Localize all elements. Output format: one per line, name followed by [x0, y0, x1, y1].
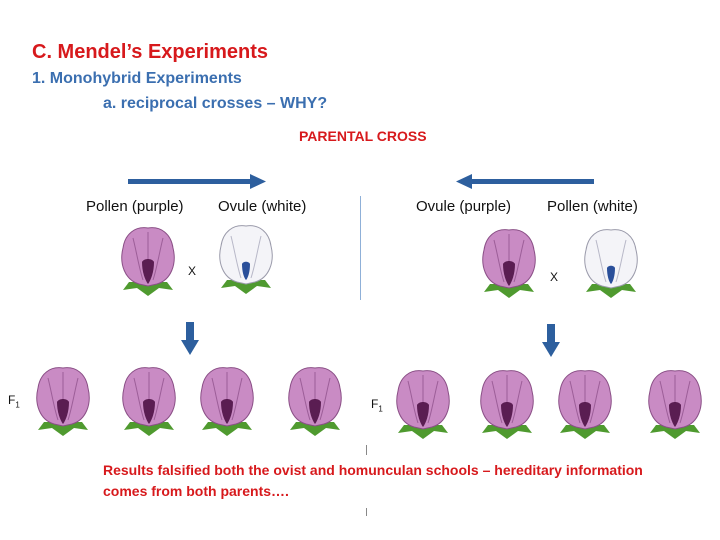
- arrow-icon: [181, 322, 199, 356]
- divider-line: [366, 508, 367, 516]
- slide-subtitle: 1. Monohybrid Experiments: [32, 70, 242, 88]
- left-ovule-label: Ovule (white): [218, 198, 306, 215]
- cross-symbol: X: [188, 264, 196, 278]
- arrow-icon: [456, 174, 596, 190]
- white-pea-flower-icon: [213, 222, 279, 296]
- white-pea-flower-icon: [578, 226, 644, 300]
- cross-symbol: X: [550, 270, 558, 284]
- slide-subsubtitle: a. reciprocal crosses – WHY?: [103, 95, 327, 113]
- purple-pea-flower-icon: [476, 226, 542, 300]
- arrow-icon: [542, 324, 560, 358]
- left-pollen-label: Pollen (purple): [86, 198, 184, 215]
- purple-pea-flower-icon: [282, 364, 348, 438]
- f1-label: F1: [371, 397, 383, 413]
- right-pollen-label: Pollen (white): [547, 198, 638, 215]
- purple-pea-flower-icon: [194, 364, 260, 438]
- divider-line: [360, 196, 361, 300]
- f1-label: F1: [8, 393, 20, 409]
- purple-pea-flower-icon: [115, 224, 181, 298]
- purple-pea-flower-icon: [642, 367, 708, 441]
- slide-title: C. Mendel’s Experiments: [32, 41, 268, 64]
- purple-pea-flower-icon: [390, 367, 456, 441]
- result-text: Results falsified both the ovist and hom…: [103, 460, 643, 502]
- purple-pea-flower-icon: [116, 364, 182, 438]
- purple-pea-flower-icon: [552, 367, 618, 441]
- purple-pea-flower-icon: [30, 364, 96, 438]
- cross-title: PARENTAL CROSS: [299, 128, 427, 144]
- arrow-icon: [128, 174, 268, 190]
- right-ovule-label: Ovule (purple): [416, 198, 511, 215]
- divider-line: [366, 445, 367, 455]
- purple-pea-flower-icon: [474, 367, 540, 441]
